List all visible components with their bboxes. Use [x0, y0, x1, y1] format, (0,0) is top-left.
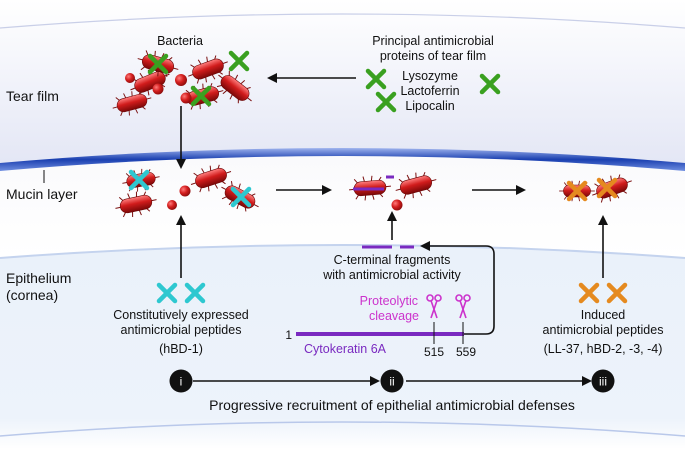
- recruitment-caption: Progressive recruitment of epithelial an…: [209, 397, 575, 413]
- cornea-label: (cornea): [6, 287, 58, 303]
- tear-film-layer: [0, 0, 685, 168]
- coccus-bacterium: [167, 200, 177, 210]
- step-iii-badge: [591, 369, 615, 393]
- mucin-layer-label: Mucin layer: [6, 186, 78, 202]
- epithelium-bottom-curve: [0, 421, 685, 437]
- step-iii-label: iii: [599, 375, 607, 389]
- mucin-boundary-band: [0, 148, 685, 171]
- coccus-bacterium: [125, 73, 135, 83]
- epithelium-label: Epithelium: [6, 270, 71, 286]
- step-ii-label: ii: [389, 375, 394, 389]
- constitutive-label-line1: Constitutively expressed: [113, 308, 249, 322]
- cytokeratin-label: Cytokeratin 6A: [304, 342, 387, 356]
- induced-example: (LL-37, hBD-2, -3, -4): [544, 342, 663, 356]
- step-i-badge: [169, 369, 193, 393]
- coccus-bacterium: [152, 83, 164, 95]
- fragments-label-line1: C-terminal fragments: [334, 253, 451, 267]
- mucin-bacteria-stage1: [112, 159, 265, 221]
- constitutive-label-line2: antimicrobial peptides: [121, 323, 242, 337]
- arrow-cleavage-loop: [420, 241, 495, 335]
- coccus-bacterium: [175, 74, 187, 86]
- protein-lipocalin: Lipocalin: [405, 99, 454, 113]
- coccus-bacterium: [391, 199, 403, 211]
- bacteria-cluster: [109, 46, 260, 120]
- top-edge-curve: [0, 13, 685, 29]
- bacteria-label: Bacteria: [157, 34, 203, 48]
- cleavage-position-515: 515: [424, 345, 444, 359]
- proteins-title-line2: proteins of tear film: [380, 49, 486, 63]
- cleavage-position-559: 559: [456, 345, 476, 359]
- induced-label-line1: Induced: [581, 308, 626, 322]
- tear-film-label: Tear film: [6, 88, 59, 104]
- mucin-bacteria-stage2: [347, 167, 440, 211]
- proteolytic-label-line2: cleavage: [369, 309, 419, 323]
- fragments-label-line2: with antimicrobial activity: [322, 268, 461, 282]
- protein-lysozyme: Lysozyme: [402, 69, 458, 83]
- proteolytic-label-line1: Proteolytic: [360, 294, 418, 308]
- coccus-bacterium: [180, 92, 192, 104]
- proteins-title-line1: Principal antimicrobial: [372, 34, 494, 48]
- step-i-label: i: [180, 375, 183, 389]
- epithelium-boundary-line: [0, 244, 685, 259]
- induced-label-line2: antimicrobial peptides: [543, 323, 664, 337]
- cytokeratin-start-position: 1: [285, 328, 292, 342]
- constitutive-example: (hBD-1): [159, 342, 203, 356]
- coccus-bacterium: [179, 185, 191, 197]
- protein-lactoferrin: Lactoferrin: [400, 84, 459, 98]
- mucin-layer: [0, 153, 685, 258]
- step-ii-badge: [380, 369, 404, 393]
